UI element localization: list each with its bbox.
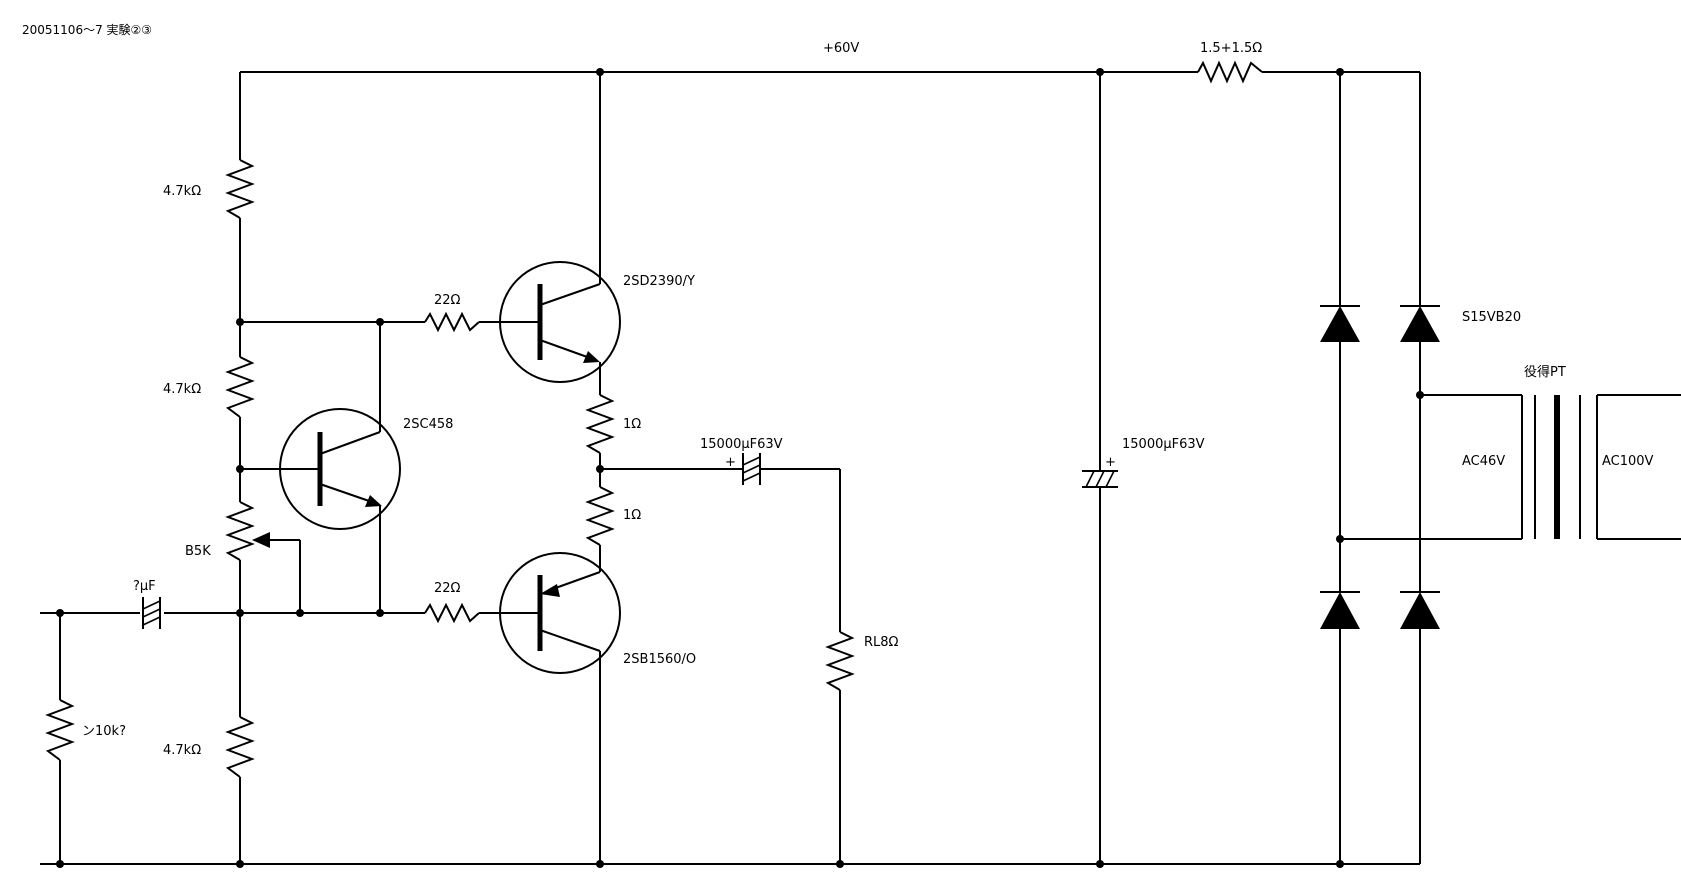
- resistor-bias-bottom: [225, 716, 255, 778]
- junction-dots: [56, 68, 1424, 868]
- resistor-emitter-top: [585, 394, 615, 454]
- diagram-title: 20051106〜7 実験②③: [22, 22, 152, 37]
- supply-voltage-label: +60V: [823, 41, 859, 56]
- input-capacitor-label: ?μF: [133, 579, 156, 594]
- primary-voltage-label: AC100V: [1602, 454, 1654, 469]
- diode-bridge-1: [1320, 305, 1360, 342]
- bridge-wires: [1339, 72, 1522, 864]
- resistor-bias-top: [225, 159, 255, 219]
- transistor-2sc458: [240, 322, 401, 613]
- diode-bridge-3: [1320, 591, 1360, 629]
- emitter-resistor-bottom-label: 1Ω: [623, 508, 641, 523]
- output-capacitor: [742, 453, 761, 485]
- diode-bridge-2: [1400, 305, 1440, 342]
- filter-capacitor: [1082, 72, 1118, 864]
- bridge-rectifier-label: S15VB20: [1462, 310, 1521, 325]
- resistor-base-bottom: [424, 602, 480, 624]
- load-resistor-label: RL8Ω: [864, 635, 899, 650]
- power-transformer: [1521, 394, 1681, 540]
- potentiometer-label: B5K: [185, 544, 211, 559]
- base-resistor-bottom-label: 22Ω: [434, 581, 461, 596]
- supply-resistor-label: 1.5+1.5Ω: [1200, 41, 1262, 56]
- resistor-base-top: [424, 311, 480, 333]
- transistor-2sd2390: [499, 261, 621, 383]
- base-resistor-top-label: 22Ω: [434, 293, 461, 308]
- input-resistor-label: ン10k?: [82, 724, 126, 739]
- bias-mid-resistor-label: 4.7kΩ: [163, 382, 201, 397]
- load-resistor: [825, 631, 855, 691]
- bias-transistor-label: 2SC458: [403, 417, 453, 432]
- output-capacitor-plus: +: [725, 455, 736, 470]
- bottom-transistor-label: 2SB1560/O: [623, 652, 696, 667]
- output-capacitor-label: 15000μF63V: [700, 437, 783, 452]
- resistor-bias-mid: [225, 356, 255, 418]
- top-transistor-label: 2SD2390/Y: [623, 274, 695, 289]
- filter-capacitor-label: 15000μF63V: [1122, 437, 1205, 452]
- transistor-2sb1560: [499, 552, 621, 674]
- bias-bottom-resistor-label: 4.7kΩ: [163, 743, 201, 758]
- output-wires: [600, 468, 841, 864]
- bias-top-resistor-label: 4.7kΩ: [163, 184, 201, 199]
- input-resistor: [45, 699, 75, 761]
- filter-capacitor-plus: +: [1105, 455, 1116, 470]
- potentiometer-b5k: [225, 501, 301, 613]
- transformer-label: 役得PT: [1524, 364, 1566, 380]
- resistor-emitter-bottom: [585, 486, 615, 546]
- supply-resistor: [1197, 60, 1263, 84]
- diode-bridge-4: [1400, 591, 1440, 629]
- secondary-voltage-label: AC46V: [1462, 454, 1505, 469]
- emitter-resistor-top-label: 1Ω: [623, 417, 641, 432]
- input-capacitor: [142, 597, 161, 629]
